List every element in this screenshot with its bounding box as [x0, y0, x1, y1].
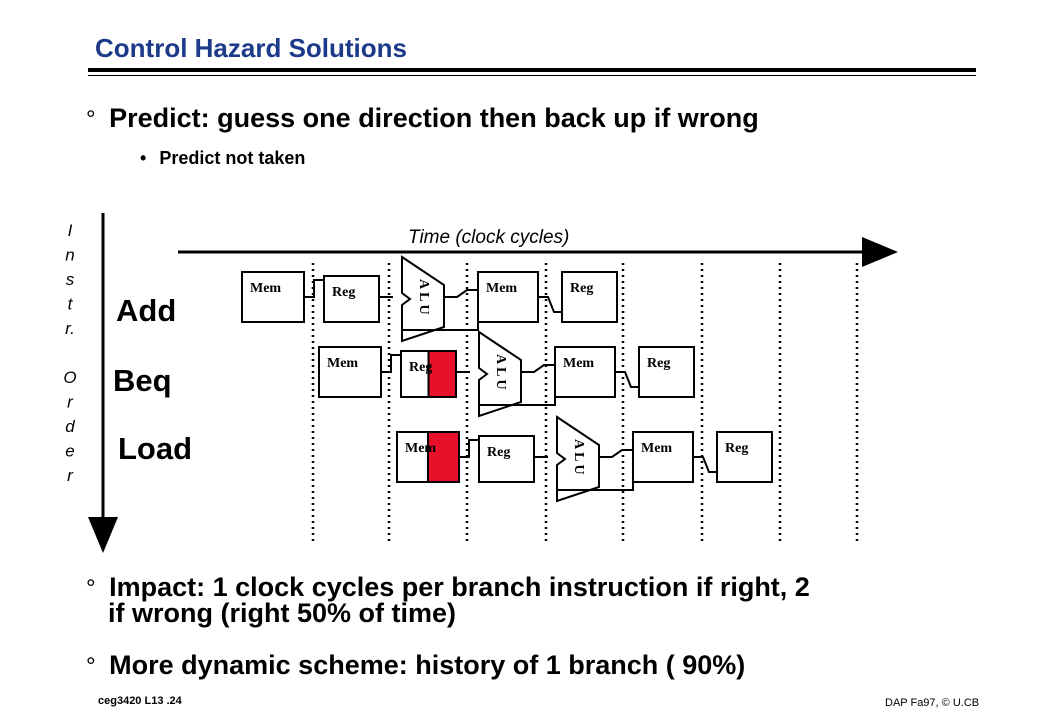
reg-write-stage-label: Reg [725, 441, 748, 456]
instr-axis-letter: n [65, 246, 74, 265]
instr-mem-stage-half-highlight [427, 431, 460, 483]
pipeline-wire [538, 296, 562, 313]
bullet-marker: ° [86, 106, 96, 133]
instr-mem-stage-label: Mem [405, 441, 436, 456]
instr-axis-letter: e [65, 442, 74, 461]
reg-read-stage [323, 275, 380, 323]
bullet-dynamic: ° More dynamic scheme: history of 1 bran… [86, 650, 745, 681]
title-underline-thin [88, 75, 976, 76]
reg-read-stage [478, 435, 535, 483]
instr-axis-letter: s [66, 270, 75, 289]
footer-left: ceg3420 L13 .24 [98, 695, 182, 707]
bullet-dynamic-text: More dynamic scheme: history of 1 branch… [109, 650, 746, 680]
data-mem-stage [632, 431, 694, 483]
pipeline-row: Mem Reg ALU Mem Reg [318, 330, 695, 418]
alu-stage-label: ALU [416, 279, 431, 318]
pipeline-wire [693, 456, 717, 473]
reg-write-stage [716, 431, 773, 483]
bullet-impact-text-line1: Impact: 1 clock cycles per branch instru… [109, 572, 810, 602]
instr-axis-letter: r. [65, 319, 75, 338]
data-mem-stage-label: Mem [486, 281, 517, 296]
reg-read-stage-label: Reg [332, 285, 355, 300]
instr-mem-stage-label: Mem [250, 281, 281, 296]
instr-mem-stage-label: Mem [327, 356, 358, 371]
pipeline-row: Mem Reg ALU Mem Reg [241, 255, 618, 343]
pipeline-wire [401, 312, 479, 331]
reg-write-stage [638, 346, 695, 398]
footer-right: DAP Fa97, © U.CB [885, 697, 980, 709]
bullet-predict: ° Predict: guess one direction then back… [86, 103, 759, 134]
pipeline-wire [599, 434, 634, 458]
slide-title: Control Hazard Solutions [95, 33, 407, 63]
reg-read-stage-half-highlight [427, 350, 457, 398]
clock-cycle-dividers [311, 263, 859, 542]
reg-write-stage-label: Reg [570, 281, 593, 296]
pipeline-wire [304, 279, 324, 298]
instr-mem-stage [318, 346, 382, 398]
instruction-beq-label: Beq [113, 363, 172, 398]
pipeline-row: Mem Reg ALU Mem Reg [396, 415, 773, 503]
pipeline-wire [459, 439, 479, 458]
instr-axis-letter: d [65, 417, 75, 436]
instr-axis-letter: r [67, 393, 74, 412]
reg-write-stage-label: Reg [647, 356, 670, 371]
instruction-load-label: Load [118, 431, 192, 466]
sub-bullet-predict-not-taken: • Predict not taken [140, 148, 305, 169]
pipeline-wire [521, 349, 556, 373]
reg-read-stage-label: Reg [487, 445, 510, 460]
alu-stage-label: ALU [571, 439, 586, 478]
data-mem-stage [554, 346, 616, 398]
pipeline-wire [444, 274, 479, 298]
pipeline-wire [615, 371, 639, 388]
instruction-add-label: Add [116, 293, 176, 328]
pipeline-wire [478, 387, 556, 406]
instr-axis-letter: I [68, 221, 73, 240]
pipeline-wire [556, 472, 634, 491]
reg-read-stage-label: Reg [409, 360, 432, 375]
data-mem-stage-label: Mem [563, 356, 594, 371]
sub-bullet-text: Predict not taken [159, 148, 306, 168]
instr-axis-letter: t [68, 295, 74, 314]
instr-axis-letter: r [67, 466, 74, 485]
bullet-predict-text: Predict: guess one direction then back u… [109, 103, 759, 133]
data-mem-stage-label: Mem [641, 441, 672, 456]
bullet-impact: ° Impact: 1 clock cycles per branch inst… [86, 572, 810, 603]
alu-stage-label: ALU [493, 354, 508, 393]
title-underline-thick [88, 68, 976, 72]
instr-axis-letter: O [63, 368, 76, 387]
pipeline-wire [381, 354, 401, 373]
sub-bullet-dot: • [140, 148, 147, 168]
time-axis-label: Time (clock cycles) [408, 227, 569, 248]
instr-mem-stage [241, 271, 305, 323]
bullet-marker: ° [86, 653, 96, 680]
reg-write-stage [561, 271, 618, 323]
bullet-marker: ° [86, 575, 96, 602]
data-mem-stage [477, 271, 539, 323]
bullet-impact-line2: if wrong (right 50% of time) [108, 598, 456, 628]
